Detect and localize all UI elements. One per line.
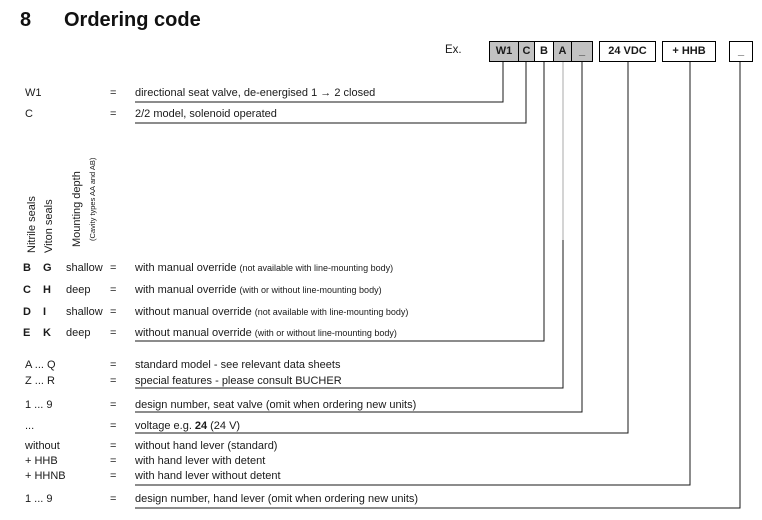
leader-design-seat (135, 62, 583, 413)
example-label: Ex. (445, 44, 462, 56)
row-code: W1 (25, 87, 42, 99)
equals-sign: = (110, 440, 117, 452)
row-description: special features - please consult BUCHER (135, 375, 342, 387)
row-description: standard model - see relevant data sheet… (135, 359, 341, 371)
row-c: C = 2/2 model, solenoid operated (0, 108, 762, 122)
description-main: without manual override (135, 327, 252, 339)
example-code-cellgroup: W1 C B A _ (489, 41, 593, 62)
code-cell-blank: _ (571, 42, 592, 61)
description-main: with manual override (135, 284, 237, 296)
row-description: without manual override(not available wi… (135, 306, 408, 319)
row-seal-ch: C H deep = with manual override(with or … (0, 284, 762, 298)
equals-sign: = (110, 420, 117, 432)
code-cell-a: A (553, 42, 571, 61)
description-note: (not available with line-mounting body) (254, 307, 409, 317)
row-code: + HHNB (25, 470, 66, 482)
row-code: Z ... R (25, 375, 55, 387)
equals-sign: = (110, 87, 117, 99)
viton-code: K (43, 327, 51, 339)
row-w1: W1 = directional seat valve, de-energise… (0, 87, 762, 101)
nitrile-code: E (23, 327, 31, 339)
mounting-depth-value: deep (66, 284, 91, 296)
description-note: (with or without line-mounting body) (254, 328, 397, 338)
viton-code: G (43, 262, 52, 274)
row-design-number-hand-lever: 1 ... 9 = design number, hand lever (omi… (0, 493, 762, 507)
row-voltage: ... = voltage e.g.24(24 V) (0, 420, 762, 434)
mounting-depth-value: shallow (66, 262, 103, 274)
code-cell-b: B (534, 42, 553, 61)
leader-seals (135, 62, 545, 342)
row-seal-ek: E K deep = without manual override(with … (0, 327, 762, 341)
row-design-number-seat-valve: 1 ... 9 = design number, seat valve (omi… (0, 399, 762, 413)
equals-sign: = (110, 375, 117, 387)
row-code: without (25, 440, 60, 452)
voltage-example-value: 24 (194, 420, 208, 432)
row-description: without manual override(with or without … (135, 327, 397, 340)
row-code: C (25, 108, 33, 120)
row-description: design number, hand lever (omit when ord… (135, 493, 419, 505)
row-without-hand-lever: without = without hand lever (standard) (0, 440, 762, 454)
voltage-unit-note: (24 V) (210, 420, 241, 432)
equals-sign: = (110, 284, 117, 296)
mounting-depth-value: shallow (66, 306, 103, 318)
voltage-box: 24 VDC (599, 41, 656, 62)
design-number-box: _ (729, 41, 753, 62)
viton-code: H (43, 284, 51, 296)
voltage-text: voltage e.g. (135, 420, 192, 432)
row-model-special: Z ... R = special features - please cons… (0, 375, 762, 389)
row-description: design number, seat valve (omit when ord… (135, 399, 417, 411)
equals-sign: = (110, 493, 117, 505)
equals-sign: = (110, 399, 117, 411)
row-hand-lever-detent: + HHB = with hand lever with detent (0, 455, 762, 469)
row-hand-lever-no-detent: + HHNB = with hand lever without detent (0, 470, 762, 484)
nitrile-code: B (23, 262, 31, 274)
viton-seals-label: Viton seals (43, 199, 55, 253)
equals-sign: = (110, 108, 117, 120)
row-code: 1 ... 9 (25, 399, 53, 411)
description-note: (with or without line-mounting body) (239, 285, 382, 295)
row-description: with manual override(not available with … (135, 262, 393, 275)
nitrile-code: D (23, 306, 31, 318)
row-description: with hand lever with detent (135, 455, 266, 467)
code-cell-c: C (518, 42, 534, 61)
equals-sign: = (110, 327, 117, 339)
row-code: + HHB (25, 455, 58, 467)
mounting-depth-value: deep (66, 327, 91, 339)
viton-code: I (43, 306, 47, 318)
row-description: without hand lever (standard) (135, 440, 278, 452)
code-cell-w1: W1 (490, 42, 518, 61)
leader-hand-lever (135, 62, 691, 486)
row-code: A ... Q (25, 359, 56, 371)
row-description: directional seat valve, de-energised 1 →… (135, 87, 376, 99)
section-number: 8 (20, 9, 32, 31)
nitrile-seals-label: Nitrile seals (26, 196, 38, 253)
equals-sign: = (110, 306, 117, 318)
description-main: with manual override (135, 262, 237, 274)
equals-sign: = (110, 359, 117, 371)
equals-sign: = (110, 470, 117, 482)
row-description: voltage e.g.24(24 V) (135, 420, 240, 433)
description-main: without manual override (135, 306, 252, 318)
row-code: 1 ... 9 (25, 493, 53, 505)
leader-w1 (135, 62, 504, 103)
row-code: ... (25, 420, 35, 432)
leader-c (135, 62, 527, 124)
mounting-depth-label: Mounting depth (71, 171, 83, 247)
row-description: with manual override(with or without lin… (135, 284, 382, 297)
row-model-standard: A ... Q = standard model - see relevant … (0, 359, 762, 373)
equals-sign: = (110, 262, 117, 274)
leader-voltage (135, 62, 629, 434)
description-note: (not available with line-mounting body) (239, 263, 394, 273)
row-seal-di: D I shallow = without manual override(no… (0, 306, 762, 320)
hand-lever-box: + HHB (662, 41, 716, 62)
leader-design-lever (135, 62, 741, 509)
nitrile-code: C (23, 284, 31, 296)
row-description: 2/2 model, solenoid operated (135, 108, 277, 120)
page-title: Ordering code (64, 9, 201, 31)
mounting-depth-note: (Cavity types AA and AB) (88, 157, 97, 241)
equals-sign: = (110, 455, 117, 467)
row-seal-bg: B G shallow = with manual override(not a… (0, 262, 762, 276)
row-description: with hand lever without detent (135, 470, 281, 482)
